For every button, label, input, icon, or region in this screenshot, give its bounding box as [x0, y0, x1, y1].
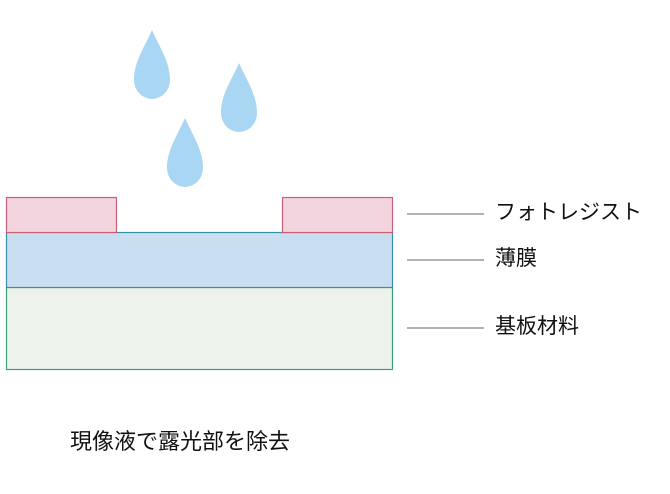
droplet-icon [221, 63, 257, 132]
thin-film-label: 薄膜 [495, 246, 537, 270]
photoresist-right [281, 196, 394, 234]
developer-droplets [134, 30, 257, 187]
substrate-layer [5, 286, 394, 371]
droplet-icon [134, 30, 170, 99]
photoresist-label: フォトレジスト [495, 200, 642, 224]
substrate-label: 基板材料 [495, 314, 579, 338]
thin-film-layer [5, 231, 394, 289]
droplet-icon [167, 118, 203, 187]
photoresist-left [5, 196, 118, 234]
diagram-caption: 現像液で露光部を除去 [70, 430, 291, 455]
